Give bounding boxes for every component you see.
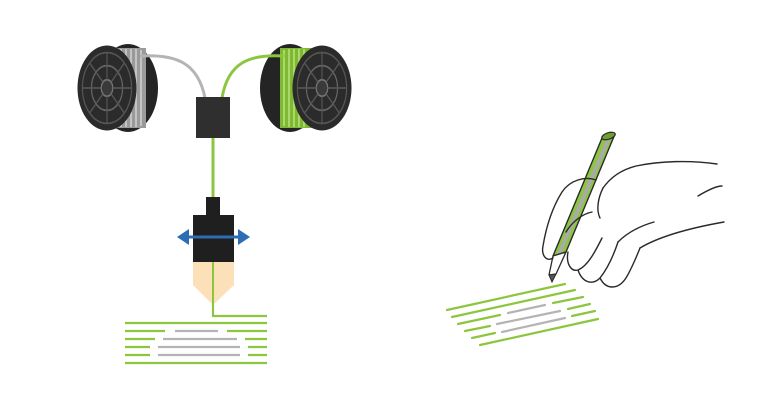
- printed-layers: [125, 321, 267, 365]
- pen-diagram: [445, 131, 725, 347]
- grey-filament-strand: [139, 54, 207, 99]
- mixer-block: [196, 97, 230, 138]
- extruded-path: [211, 305, 267, 318]
- hand-icon: [541, 160, 725, 288]
- green-filament-strand: [220, 54, 285, 99]
- drawn-lines: [445, 282, 600, 347]
- printer-diagram: [76, 44, 353, 365]
- spool-left-icon: [76, 44, 158, 132]
- spool-right-icon: [260, 44, 353, 132]
- 3d-pen-icon: [548, 131, 616, 284]
- double-arrow-horizontal-icon: [177, 229, 250, 245]
- print-head-icon: [193, 197, 234, 305]
